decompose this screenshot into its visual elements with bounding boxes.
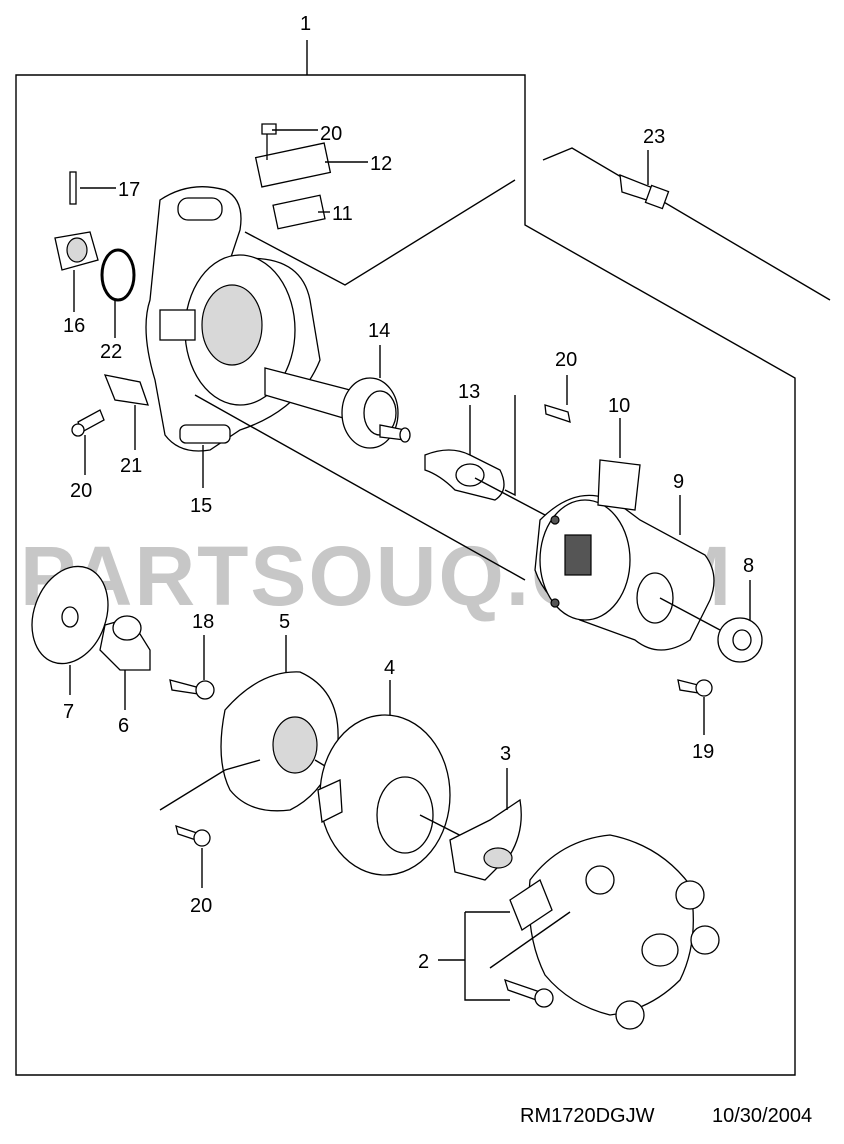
small-parts-upper: [54, 123, 670, 437]
callout-6: 6: [118, 715, 129, 737]
callout-10: 10: [608, 395, 630, 417]
assembly-outline: [15, 40, 831, 1076]
callout-5: 5: [279, 611, 290, 633]
shaft-bearing: [264, 367, 411, 449]
callout-4: 4: [384, 657, 395, 679]
callout-20-right: 20: [555, 349, 577, 371]
callout-20-top: 20: [320, 123, 342, 145]
callout-15: 15: [190, 495, 212, 517]
callout-2: 2: [418, 951, 429, 973]
callout-20-bottom: 20: [190, 895, 212, 917]
callout-12: 12: [370, 153, 392, 175]
plate: [424, 449, 546, 516]
sensor-assembly: [534, 459, 715, 651]
callout-21: 21: [120, 455, 142, 477]
rotor-arm: [449, 798, 522, 881]
callout-16: 16: [63, 315, 85, 337]
callout-7: 7: [63, 701, 74, 723]
callout-20-left: 20: [70, 480, 92, 502]
callout-11: 11: [332, 203, 353, 225]
drawing-date: 10/30/2004: [712, 1105, 812, 1127]
callout-9: 9: [673, 471, 684, 493]
leader-lines: [69, 129, 751, 1001]
callout-labels: 1 20 12 11 17 23 16 22 14 20 13 10 21 20…: [63, 13, 754, 973]
distributor-cap: [509, 834, 720, 1030]
callout-18: 18: [192, 611, 214, 633]
callout-19: 19: [692, 741, 714, 763]
callout-3: 3: [500, 743, 511, 765]
small-parts-lower: [31, 565, 713, 1008]
callout-17: 17: [118, 179, 140, 201]
callout-13: 13: [458, 381, 480, 403]
callout-1: 1: [300, 13, 311, 35]
callout-14: 14: [368, 320, 390, 342]
callout-22: 22: [100, 341, 122, 363]
drawing-code: RM1720DGJW: [520, 1105, 655, 1127]
callout-8: 8: [743, 555, 754, 577]
cap: [659, 597, 763, 663]
callout-23: 23: [643, 126, 665, 148]
